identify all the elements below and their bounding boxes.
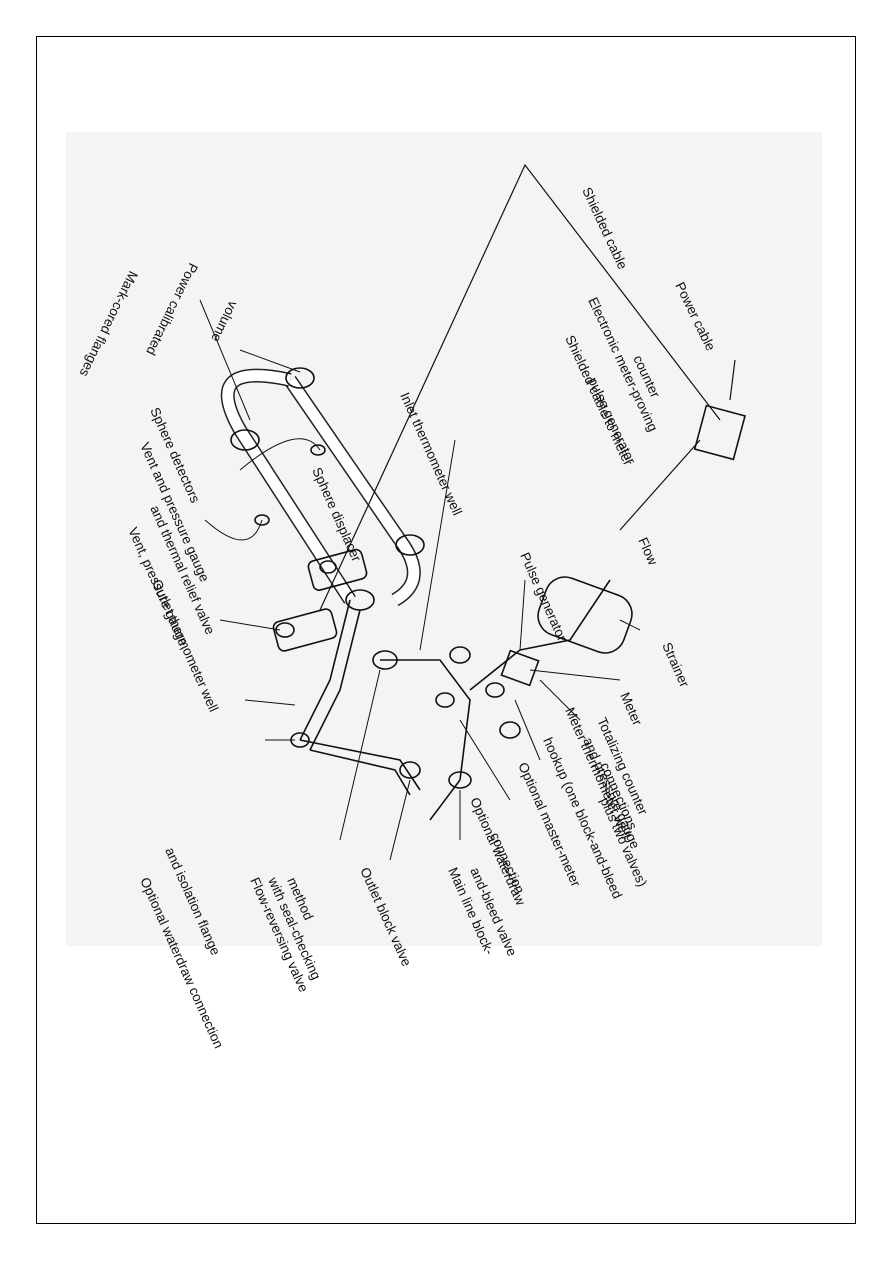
label-flow: Flow xyxy=(635,535,660,567)
vessels xyxy=(272,548,633,654)
label-shielded-cable: Shielded cable xyxy=(579,185,630,272)
label-meter: Meter xyxy=(617,690,645,728)
scanned-figure-background xyxy=(66,132,822,946)
label-power-cable: Power cable xyxy=(672,280,718,353)
label-mark-flanges: Mark-cored flanges xyxy=(77,269,141,380)
label-power-calibrated-2: volume xyxy=(208,299,241,345)
page-border xyxy=(36,36,856,1224)
cables xyxy=(319,163,736,611)
label-outlet-block-valve: Outlet block valve xyxy=(357,865,414,968)
manifold-pipes xyxy=(299,579,611,821)
label-inlet-thermometer: Inlet thermometer well xyxy=(397,390,465,517)
sphere-detectors xyxy=(254,444,337,638)
leader-lines xyxy=(199,299,641,861)
prover-pipe-loop xyxy=(220,368,421,607)
label-outlet-thermometer: Outlet thermometer well xyxy=(149,577,221,714)
meter-assembly xyxy=(500,404,746,687)
label-power-calibrated-1: Power calibrated xyxy=(143,261,201,358)
label-optional-waterdraw-1: Optional waterdraw connection xyxy=(137,875,226,1050)
labels: Mark-cored flanges Power calibrated volu… xyxy=(77,185,719,1051)
label-strainer: Strainer xyxy=(659,640,692,690)
